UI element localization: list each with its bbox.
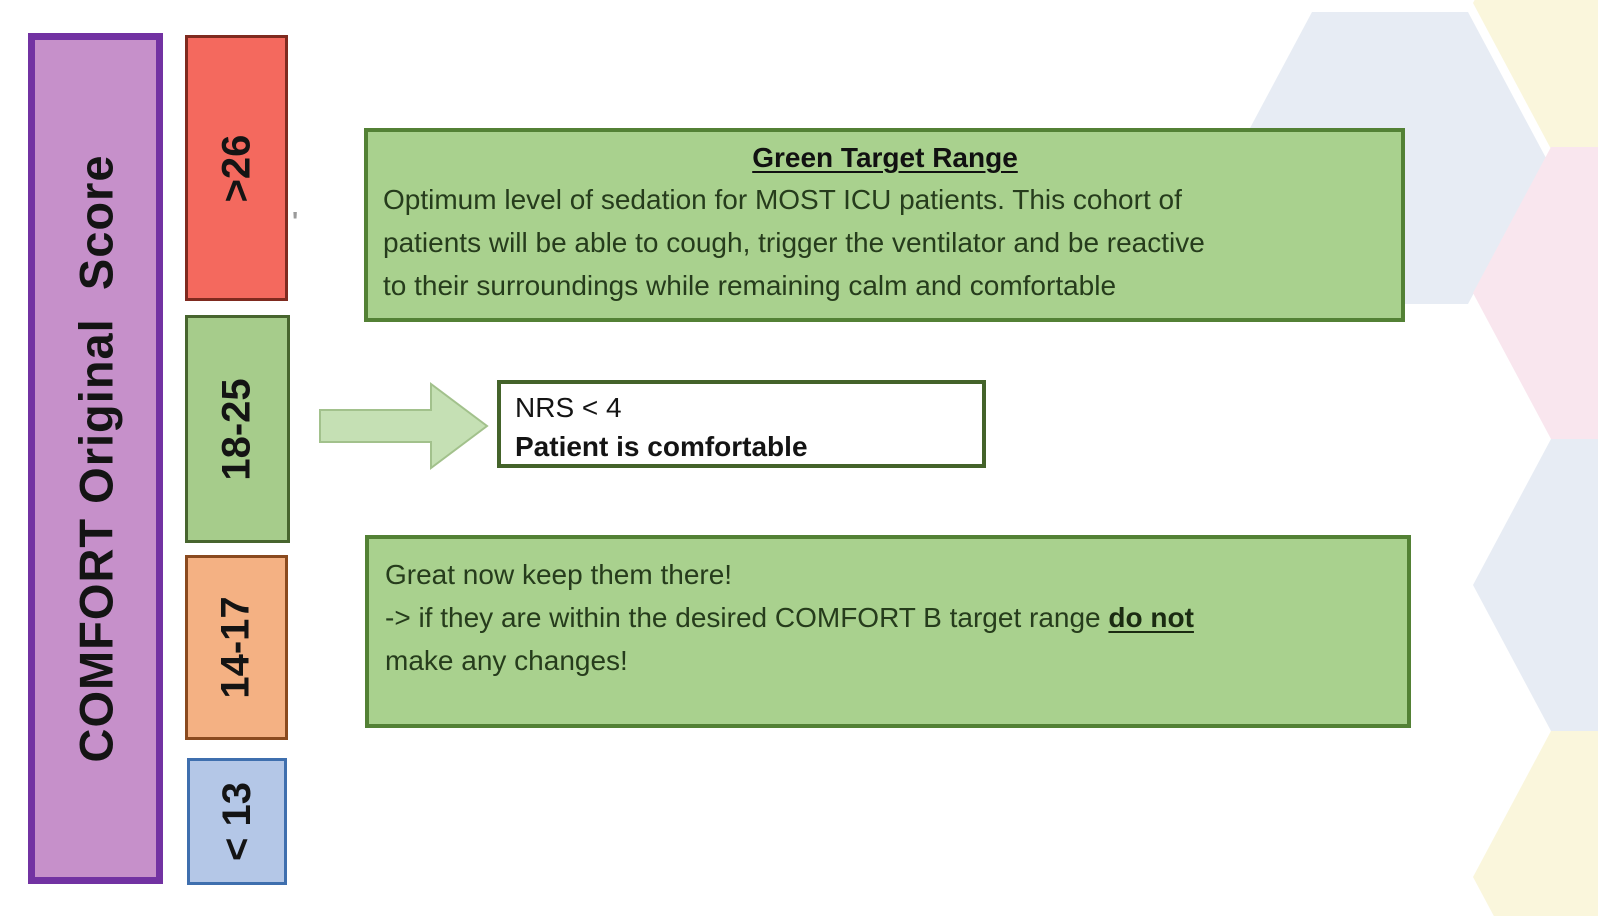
score-range-label: >26 [213,134,258,202]
nrs-comfort-text: Patient is comfortable [515,431,808,462]
nrs-score-text: NRS < 4 [515,392,622,423]
comfort-scale-bar: COMFORT Original Score [28,33,163,884]
green-target-range-title: Green Target Range [752,142,1018,173]
score-range-over-26: >26 [185,35,288,301]
target-box-line-2: patients will be able to cough, trigger … [383,227,1205,258]
keep-box-line-2: -> if they are within the desired COMFOR… [385,596,1393,639]
score-range-under-13: < 13 [187,758,287,885]
hexagon-decoration-blue [1473,439,1598,731]
keep-box-line-1: Great now keep them there! [385,559,733,590]
right-arrow-icon [319,382,489,470]
nrs-box: NRS < 4 Patient is comfortable [497,380,986,468]
keep-them-there-box: Great now keep them there! -> if they ar… [365,535,1411,728]
keep-box-line-3: make any changes! [385,645,628,676]
score-range-label: 14-17 [214,596,258,699]
score-range-label: 18-25 [215,377,259,481]
target-box-line-1: Optimum level of sedation for MOST ICU p… [383,184,1182,215]
target-box-line-3: to their surroundings while remaining ca… [383,270,1117,301]
keep-box-line-2-text: -> if they are within the desired COMFOR… [385,602,1109,633]
score-range-14-17: 14-17 [185,555,288,740]
stray-mark: ' [292,206,299,236]
hexagon-decoration-yellow [1473,731,1598,916]
scale-title: COMFORT Original Score [69,154,123,763]
do-not-emphasis: do not [1108,602,1194,633]
score-range-label: < 13 [214,782,259,861]
score-range-18-25: 18-25 [185,315,290,543]
green-target-range-box: Green Target Range Optimum level of seda… [364,128,1405,322]
